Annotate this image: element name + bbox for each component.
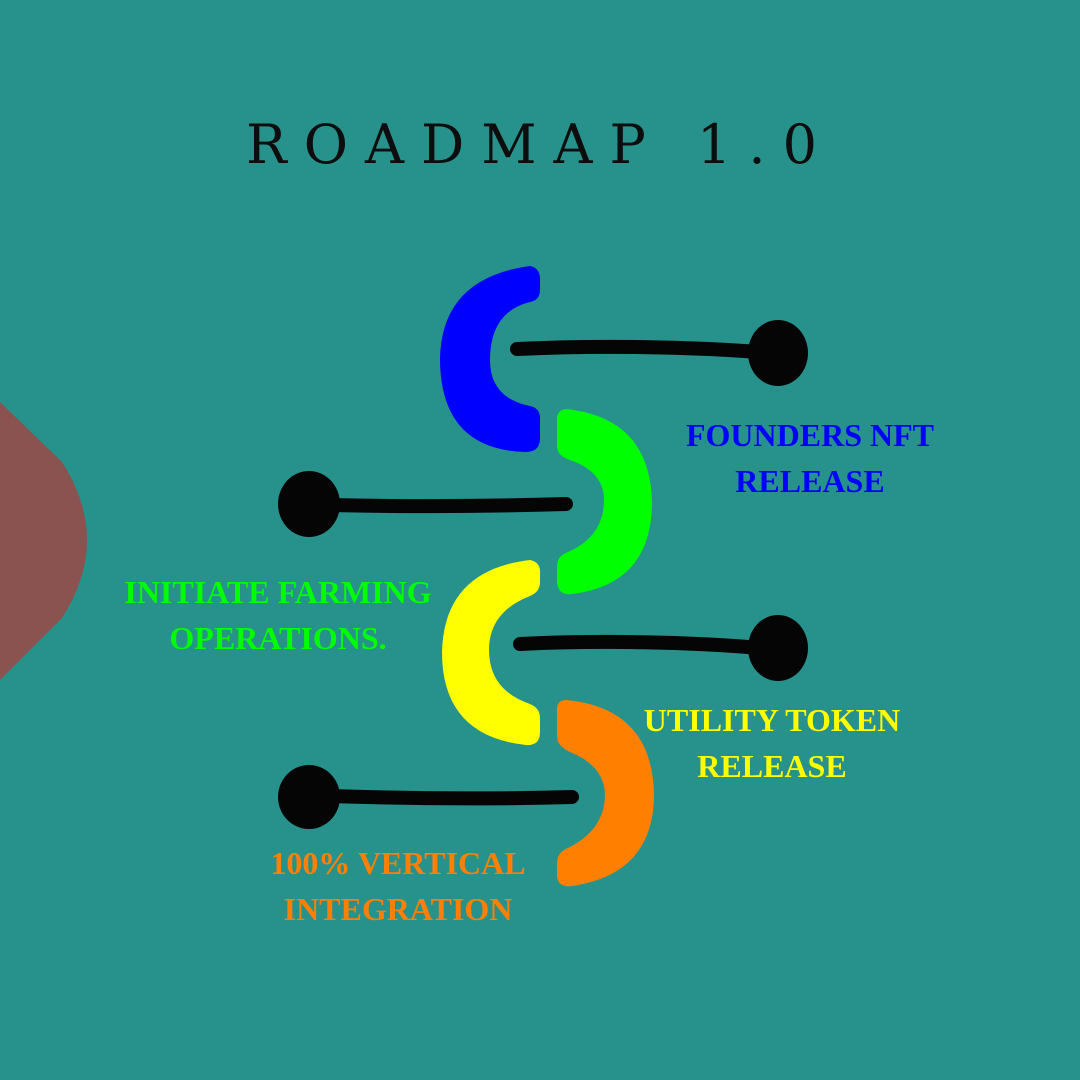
- page-title: ROADMAP 1.0: [246, 113, 834, 176]
- step-label-line: OPERATIONS.: [169, 620, 387, 656]
- connector-1: [510, 320, 808, 386]
- step-label-line: RELEASE: [735, 463, 885, 499]
- step-label-line: INTEGRATION: [283, 891, 513, 927]
- connector-3: [513, 615, 808, 681]
- roadmap-arc-3: [442, 560, 541, 746]
- connector-line-4: [323, 789, 579, 806]
- step-label-founders-nft: FOUNDERS NFT RELEASE: [660, 412, 960, 504]
- step-label-line: 100% VERTICAL: [270, 845, 526, 881]
- side-arrow-shape: [0, 402, 87, 680]
- step-label-farming: INITIATE FARMING OPERATIONS.: [98, 569, 458, 661]
- connector-dot-2: [278, 471, 340, 537]
- connector-line-2: [323, 497, 573, 514]
- connector-dot-3: [748, 615, 808, 681]
- step-label-line: RELEASE: [697, 748, 847, 784]
- step-label-line: FOUNDERS NFT: [685, 417, 934, 453]
- connector-2: [278, 471, 573, 537]
- connector-4: [278, 765, 579, 829]
- roadmap-arc-2: [556, 409, 652, 595]
- roadmap-arc-4: [556, 700, 654, 887]
- step-label-line: UTILITY TOKEN: [643, 702, 901, 738]
- step-label-line: INITIATE FARMING: [124, 574, 432, 610]
- step-label-vertical-integration: 100% VERTICAL INTEGRATION: [238, 840, 558, 932]
- connector-line-1: [510, 339, 767, 359]
- roadmap-arc-1: [440, 266, 541, 452]
- step-label-utility-token: UTILITY TOKEN RELEASE: [622, 697, 922, 789]
- connector-dot-4: [278, 765, 340, 829]
- connector-dot-1: [748, 320, 808, 386]
- connector-line-3: [513, 634, 767, 655]
